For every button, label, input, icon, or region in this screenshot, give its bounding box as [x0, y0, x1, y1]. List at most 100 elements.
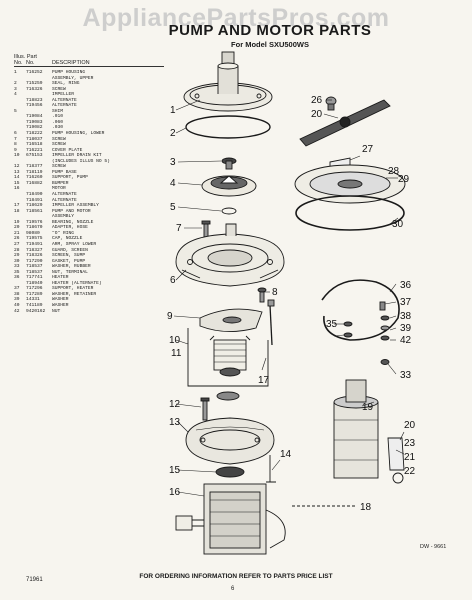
row-illus-no: 17: [14, 203, 20, 209]
row-illus-no: 10: [14, 153, 20, 159]
row-part-no: 718629: [26, 203, 43, 209]
row-part-no: 718537: [26, 269, 43, 275]
row-description: PUMP AND MOTOR: [52, 208, 91, 214]
row-description: "O" RING: [52, 230, 75, 236]
row-part-no: 9420162: [26, 308, 46, 314]
row-part-no: 718537: [26, 264, 43, 270]
row-illus-no: 21: [14, 230, 20, 236]
document-code: 71961: [26, 577, 43, 583]
row-description: COVER PLATE: [52, 147, 83, 153]
heater: [321, 279, 400, 341]
row-illus-no: 20: [14, 225, 20, 231]
row-description: .030: [52, 125, 64, 131]
table-row: 719084 .010: [14, 114, 164, 120]
row-part-no: 675153: [26, 153, 43, 159]
page-subtitle: For Model SXU500WS: [231, 40, 309, 49]
callout-20: 20: [404, 420, 416, 431]
row-description: BUMPER: [52, 180, 69, 186]
row-illus-no: 40: [14, 302, 20, 308]
callout-19: 19: [362, 402, 374, 413]
row-description: .010: [52, 114, 64, 120]
callout-6: 6: [170, 275, 176, 286]
callout-15: 15: [169, 465, 181, 476]
row-description: PUMP BASE: [52, 169, 77, 175]
callout-36: 36: [400, 280, 412, 291]
shim: [221, 207, 237, 215]
row-illus-no: 12: [14, 164, 20, 170]
callout-12: 12: [169, 399, 181, 410]
header-no: No.: [14, 60, 23, 66]
callout-1: 1: [170, 105, 176, 116]
row-description: ARM, SPRAY LOWER: [52, 241, 97, 247]
callout-35: 35: [326, 319, 338, 330]
callout-28: 28: [388, 166, 400, 177]
row-illus-no: 9: [14, 147, 17, 153]
row-illus-no: 15: [14, 180, 20, 186]
row-description: SUPPORT, HEATER: [52, 286, 94, 292]
row-illus-no: 6: [14, 131, 17, 137]
callout-2: 2: [170, 128, 176, 139]
row-part-no: 14331: [26, 297, 40, 303]
callout-27: 27: [362, 144, 374, 155]
row-part-no: 719084: [26, 114, 43, 120]
row-description: GASKET, PUMP: [52, 258, 86, 264]
callout-5: 5: [170, 202, 176, 213]
row-description: SHIM: [52, 108, 64, 114]
row-description: NUT, TERMINAL: [52, 269, 88, 275]
heater-washers: [380, 315, 390, 365]
callout-39: 39: [400, 323, 412, 334]
row-part-no: 716518: [26, 142, 43, 148]
row-description: CAP, NOZZLE: [52, 236, 83, 242]
pump-support: [266, 455, 276, 483]
row-part-no: 715259: [26, 81, 43, 87]
callout-22: 22: [404, 466, 416, 477]
row-illus-no: 29: [14, 253, 20, 259]
parts-list-header: Illus. Part No. No. DESCRIPTION: [14, 54, 164, 67]
row-description: ALTERNATE: [52, 103, 77, 109]
row-description: SCREW: [52, 142, 66, 148]
row-part-no: 716221: [26, 147, 43, 153]
row-description: WASHER: [52, 297, 69, 303]
cover-plate: [199, 299, 275, 346]
row-description: IMPELLER ASSEMBLY: [52, 203, 99, 209]
row-illus-no: 8: [14, 142, 17, 148]
motor: [175, 483, 286, 555]
drawing-code: DW - 9661: [420, 544, 447, 550]
row-illus-no: 7: [14, 136, 17, 142]
row-part-no: 717289: [26, 291, 43, 297]
page-title: PUMP AND MOTOR PARTS: [168, 22, 372, 39]
row-illus-no: 4: [14, 92, 17, 98]
row-illus-no: 14: [14, 175, 20, 181]
row-part-no: 719576: [26, 219, 43, 225]
row-illus-no: 28: [14, 247, 20, 253]
row-illus-no: 13: [14, 169, 20, 175]
row-description: GUARD, SCREEN: [52, 247, 88, 253]
spray-arm-lower: [299, 99, 391, 147]
row-part-no: 716260: [26, 175, 43, 181]
row-description: SCREW: [52, 86, 66, 92]
callout-7: 7: [176, 223, 182, 234]
row-description: HEATER (ALTERNATE): [52, 280, 102, 286]
row-description: MOTOR: [52, 186, 66, 192]
table-row: (INCLUDES ILLUS NO 5): [14, 159, 164, 165]
row-part-no: 741189: [26, 302, 43, 308]
row-description: ALTERNATE: [52, 197, 77, 203]
